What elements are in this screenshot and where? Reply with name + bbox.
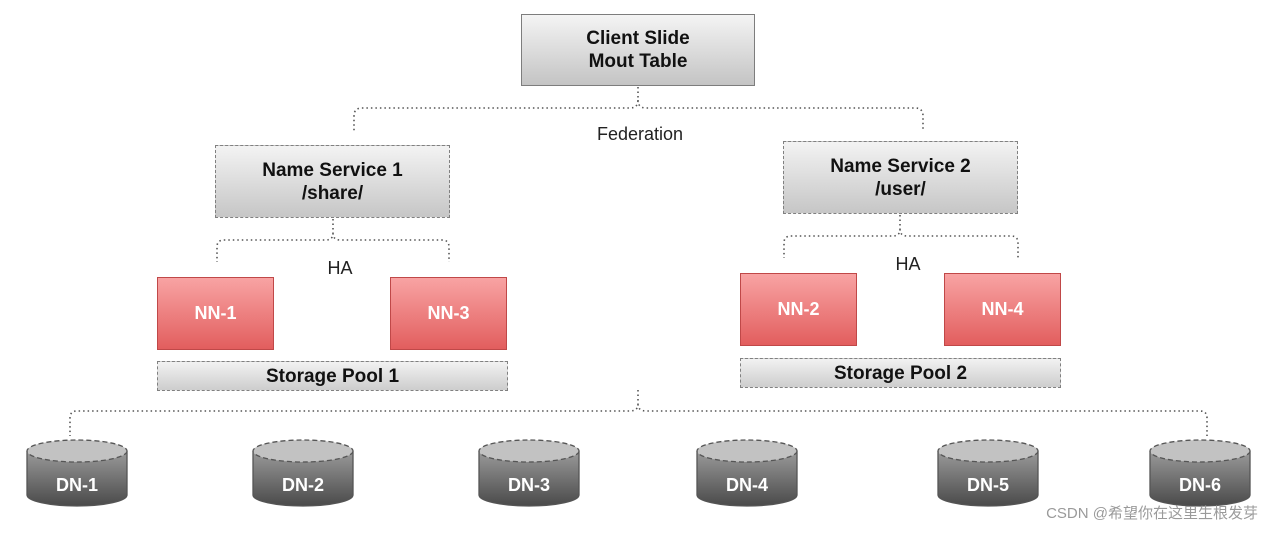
storage-pool-1-label: Storage Pool 1 bbox=[265, 365, 400, 387]
storage-pool-2: Storage Pool 2 bbox=[740, 358, 1061, 388]
namenode-label: NN-1 bbox=[194, 303, 237, 323]
datanode-dn-4: DN-4 bbox=[695, 437, 799, 507]
disk-icon bbox=[937, 439, 1039, 507]
name-service-1-box: Name Service 1 /share/ bbox=[215, 145, 450, 218]
datanode-label: DN-6 bbox=[1178, 475, 1221, 495]
datanode-label: DN-2 bbox=[281, 475, 324, 495]
datanode-bus-connector bbox=[69, 390, 1208, 436]
name-service-2-box: Name Service 2 /user/ bbox=[783, 141, 1018, 214]
disk-icon bbox=[26, 439, 128, 507]
datanode-dn-1: DN-1 bbox=[25, 437, 129, 507]
datanode-dn-2: DN-2 bbox=[251, 437, 355, 507]
name-service-2-path: /user/ bbox=[875, 178, 926, 200]
namenode-nn-1: NN-1 bbox=[157, 277, 274, 350]
csdn-watermark: CSDN @希望你在这里生根发芽 bbox=[1046, 505, 1258, 522]
disk-icon bbox=[252, 439, 354, 507]
client-title-line1: Client Slide bbox=[586, 28, 690, 49]
ha-connector-1 bbox=[216, 219, 450, 262]
namenode-label: NN-2 bbox=[777, 299, 820, 319]
datanode-label: DN-4 bbox=[725, 475, 768, 495]
name-service-1-path: /share/ bbox=[301, 182, 364, 204]
datanode-dn-5: DN-5 bbox=[936, 437, 1040, 507]
disk-icon bbox=[696, 439, 798, 507]
datanode-dn-3: DN-3 bbox=[477, 437, 581, 507]
namenode-nn-2: NN-2 bbox=[740, 273, 857, 346]
name-service-1-title: Name Service 1 bbox=[262, 159, 403, 181]
disk-icon bbox=[1149, 439, 1251, 507]
datanode-label: DN-3 bbox=[507, 475, 550, 495]
namenode-label: NN-4 bbox=[981, 299, 1024, 319]
datanode-label: DN-5 bbox=[966, 475, 1009, 495]
ha-label-1: HA bbox=[327, 258, 353, 278]
namenode-nn-4: NN-4 bbox=[944, 273, 1061, 346]
storage-pool-1: Storage Pool 1 bbox=[157, 361, 508, 391]
ha-label-2: HA bbox=[895, 254, 921, 274]
client-title-line2: Mout Table bbox=[588, 51, 688, 72]
ha-connector-2 bbox=[783, 215, 1019, 258]
name-service-2-title: Name Service 2 bbox=[830, 155, 971, 177]
client-mount-table-box: Client Slide Mout Table bbox=[521, 14, 755, 86]
datanode-dn-6: DN-6 bbox=[1148, 437, 1252, 507]
storage-pool-2-label: Storage Pool 2 bbox=[833, 362, 968, 384]
datanode-label: DN-1 bbox=[55, 475, 98, 495]
disk-icon bbox=[478, 439, 580, 507]
namenode-nn-3: NN-3 bbox=[390, 277, 507, 350]
namenode-label: NN-3 bbox=[427, 303, 470, 323]
federation-label: Federation bbox=[596, 124, 684, 144]
